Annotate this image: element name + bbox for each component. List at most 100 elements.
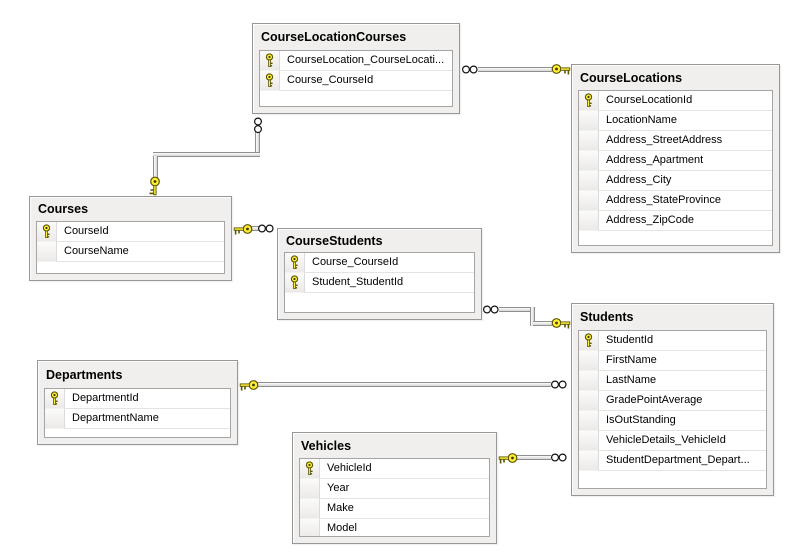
key-icon: [42, 224, 51, 238]
relationship-line[interactable]: [153, 156, 158, 182]
column-row[interactable]: Address_StateProvince: [579, 191, 772, 211]
primary-key-cell: [260, 51, 280, 71]
relationship-line[interactable]: [515, 455, 551, 460]
table-title[interactable]: Students: [580, 310, 634, 324]
column-icon-cell: [579, 111, 599, 131]
relationship-line[interactable]: [153, 152, 260, 157]
column-row[interactable]: Address_ZipCode: [579, 211, 772, 231]
primary-key-cell: [579, 91, 599, 111]
column-row[interactable]: VehicleDetails_VehicleId: [579, 431, 766, 451]
primary-key-cell: [285, 273, 305, 293]
column-row[interactable]: StudentId: [579, 331, 766, 351]
relationship-line[interactable]: [530, 307, 535, 326]
column-name: Course_CourseId: [280, 71, 452, 91]
column-name: Year: [320, 479, 489, 499]
column-row[interactable]: Make: [300, 499, 489, 519]
column-name: GradePointAverage: [599, 391, 766, 411]
column-name: Address_Apartment: [599, 151, 772, 171]
key-icon: [551, 318, 571, 329]
relationship-line[interactable]: [478, 67, 552, 72]
column-row[interactable]: Course_CourseId: [285, 253, 474, 273]
column-name: DepartmentName: [65, 409, 230, 429]
column-row[interactable]: Address_Apartment: [579, 151, 772, 171]
relationship-line[interactable]: [255, 132, 260, 155]
column-row[interactable]: CourseLocationId: [579, 91, 772, 111]
table-title[interactable]: Departments: [46, 367, 123, 382]
column-row[interactable]: StudentDepartment_Depart...: [579, 451, 766, 471]
infinity-icon: [257, 224, 274, 233]
column-icon-cell: [579, 151, 599, 171]
column-row[interactable]: Course_CourseId: [260, 71, 452, 91]
primary-key-cell: [37, 222, 57, 242]
infinity-icon: [550, 453, 567, 462]
column-name: Address_City: [599, 171, 772, 191]
relationship-line[interactable]: [256, 382, 551, 387]
column-icon-cell: [37, 242, 57, 262]
column-name: Address_StateProvince: [599, 191, 772, 211]
many-end-infinity-icon: [550, 453, 568, 462]
relationship-line[interactable]: [499, 307, 534, 312]
one-end-key-icon: [551, 62, 571, 76]
column-icon-cell: [45, 409, 65, 429]
column-row[interactable]: DepartmentId: [45, 389, 230, 409]
primary-key-cell: [285, 253, 305, 273]
column-row[interactable]: Address_StreetAddress: [579, 131, 772, 151]
key-icon: [305, 461, 314, 475]
key-icon: [584, 333, 593, 347]
column-name: Model: [320, 519, 489, 536]
many-end-infinity-icon: [257, 224, 275, 233]
column-icon-cell: [579, 391, 599, 411]
column-row[interactable]: CourseLocation_CourseLocati...: [260, 51, 452, 71]
key-icon: [50, 391, 59, 405]
column-row[interactable]: FirstName: [579, 351, 766, 371]
table-title[interactable]: CourseLocationCourses: [261, 30, 407, 44]
column-row[interactable]: GradePointAverage: [579, 391, 766, 411]
column-name: CourseId: [57, 222, 224, 242]
column-name: Make: [320, 499, 489, 519]
key-icon: [290, 255, 299, 269]
column-name: Student_StudentId: [305, 273, 474, 293]
column-icon-cell: [579, 171, 599, 191]
relationship-line[interactable]: [249, 226, 260, 231]
column-icon-cell: [579, 431, 599, 451]
column-name: StudentId: [599, 331, 766, 351]
column-row[interactable]: CourseId: [37, 222, 224, 242]
key-icon: [149, 176, 160, 196]
column-row[interactable]: LastName: [579, 371, 766, 391]
one-end-key-icon: [233, 222, 253, 236]
table-columns-grid: CourseLocation_CourseLocati...Course_Cou…: [259, 50, 453, 107]
column-row[interactable]: Model: [300, 519, 489, 536]
table-title[interactable]: Vehicles: [301, 438, 352, 453]
table-title[interactable]: Courses: [38, 202, 89, 216]
column-name: CourseLocationId: [599, 91, 772, 111]
column-row[interactable]: Address_City: [579, 171, 772, 191]
column-row[interactable]: VehicleId: [300, 459, 489, 479]
table-title[interactable]: CourseLocations: [580, 70, 683, 85]
column-row[interactable]: IsOutStanding: [579, 411, 766, 431]
key-icon: [551, 64, 571, 75]
column-name: LastName: [599, 371, 766, 391]
table-title[interactable]: CourseStudents: [286, 233, 383, 248]
relationship-line[interactable]: [533, 321, 552, 326]
column-row[interactable]: Student_StudentId: [285, 273, 474, 293]
column-row[interactable]: DepartmentName: [45, 409, 230, 429]
column-row[interactable]: Year: [300, 479, 489, 499]
column-name: Address_StreetAddress: [599, 131, 772, 151]
column-name: DepartmentId: [65, 389, 230, 409]
primary-key-cell: [45, 389, 65, 409]
column-row[interactable]: CourseName: [37, 242, 224, 262]
column-row[interactable]: LocationName: [579, 111, 772, 131]
